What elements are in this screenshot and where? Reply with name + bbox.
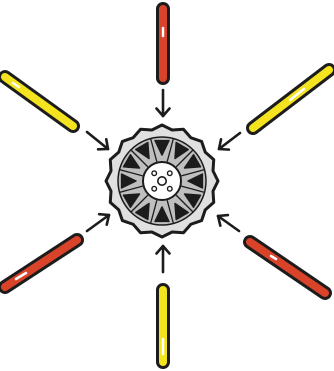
rod-top-left (5, 77, 73, 126)
arrow-icon (218, 215, 239, 231)
rod-top-right (253, 70, 329, 128)
rod-bottom-right (250, 242, 325, 293)
wheel-hub (143, 162, 181, 200)
arrow-icon (87, 214, 109, 231)
rod-bottom-left (5, 240, 77, 287)
disc-wheel-icon (106, 125, 218, 237)
arrow-icon (87, 132, 108, 149)
arrow-icon (219, 133, 240, 150)
arrow-icon (157, 246, 170, 272)
arrow-icon (157, 90, 170, 116)
